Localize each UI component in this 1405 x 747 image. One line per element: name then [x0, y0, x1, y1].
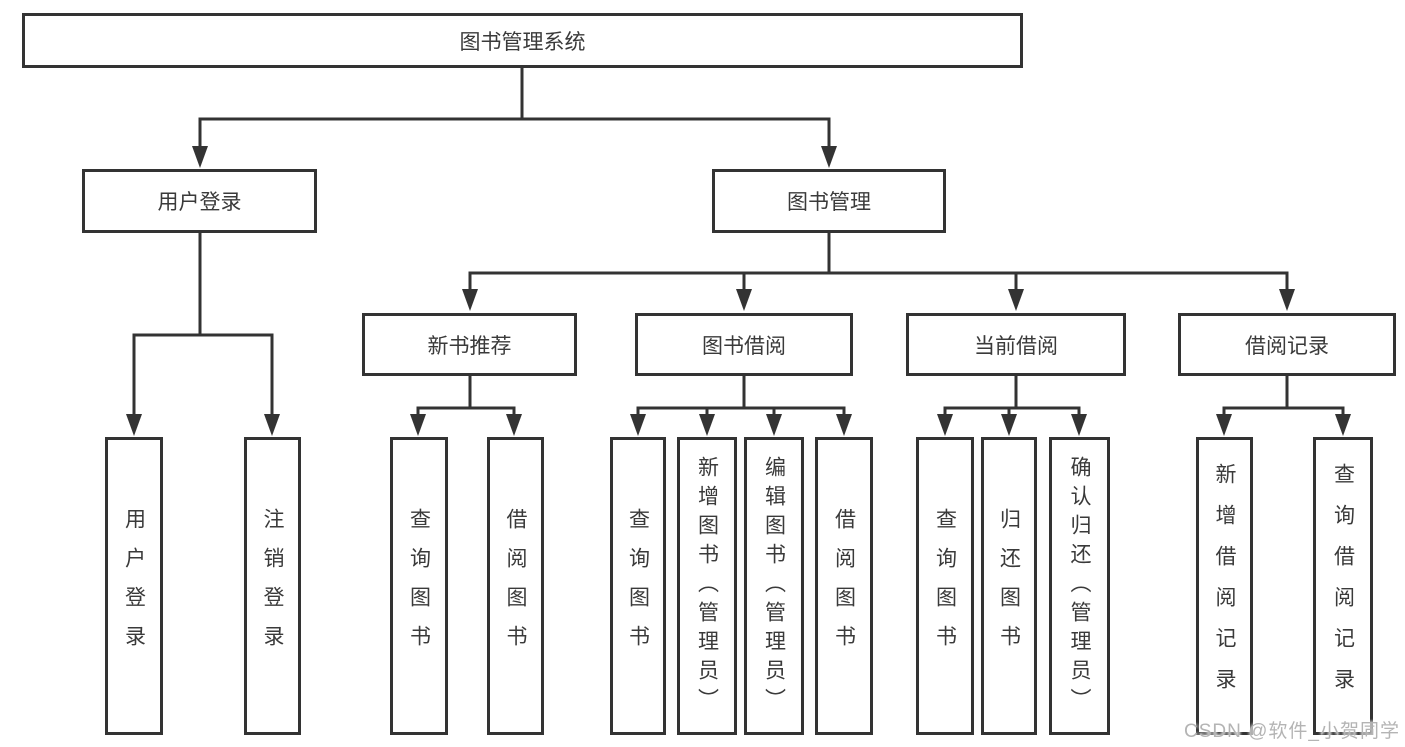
leaf-borrow-books-recommend: 借阅图书	[487, 437, 544, 735]
leaf-query-books-borrow: 查询图书	[610, 437, 666, 735]
leaf-logout: 注销登录	[244, 437, 301, 735]
leaf-query-books-recommend: 查询图书	[390, 437, 448, 735]
leaf-user-login: 用户登录	[105, 437, 163, 735]
node-user-login: 用户登录	[82, 169, 317, 233]
edge-book-management-to-level3	[462, 233, 1295, 311]
node-book-borrow: 图书借阅	[635, 313, 853, 376]
edge-current-borrow-to-leaves	[937, 376, 1087, 436]
leaf-borrow-books: 借阅图书	[815, 437, 873, 735]
edge-borrow-records-to-leaves	[1216, 376, 1351, 436]
node-book-management: 图书管理	[712, 169, 946, 233]
edge-new-book-recommend-to-leaves	[410, 376, 522, 436]
node-borrow-records: 借阅记录	[1178, 313, 1396, 376]
leaf-add-book-admin: 新增图书（管理员）	[677, 437, 737, 735]
leaf-confirm-return-admin: 确认归还（管理员）	[1049, 437, 1110, 735]
leaf-query-books-current: 查询图书	[916, 437, 974, 735]
leaf-edit-book-admin: 编辑图书（管理员）	[744, 437, 804, 735]
leaf-return-book: 归还图书	[981, 437, 1037, 735]
node-current-borrow: 当前借阅	[906, 313, 1126, 376]
leaf-add-borrow-record: 新增借阅记录	[1196, 437, 1253, 735]
node-new-book-recommend: 新书推荐	[362, 313, 577, 376]
node-root: 图书管理系统	[22, 13, 1023, 68]
edge-book-borrow-to-leaves	[630, 376, 852, 436]
edge-user-login-to-leaves	[126, 233, 280, 436]
edge-root-to-level2	[192, 68, 837, 168]
csdn-watermark: CSDN @软件_小贺同学	[1184, 721, 1400, 742]
leaf-query-borrow-record: 查询借阅记录	[1313, 437, 1373, 735]
